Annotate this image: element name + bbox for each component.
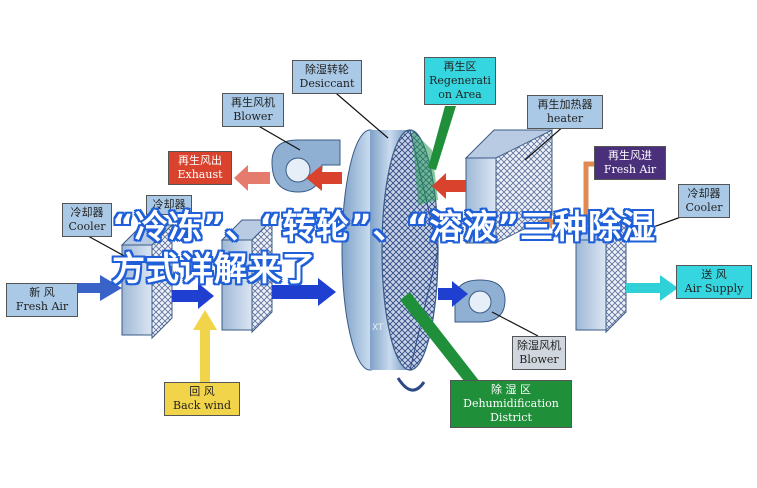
fresh-air-coil xyxy=(120,223,174,340)
pointer-dehum-blower xyxy=(491,311,539,337)
process-arrow-1 xyxy=(172,283,214,309)
watermark: XT xyxy=(372,323,384,333)
pointer-regen-blower xyxy=(254,123,301,151)
exhaust-arrow xyxy=(306,165,342,191)
pointer-heater xyxy=(524,124,566,161)
heater-coil xyxy=(464,129,554,244)
cooler-coil-middle xyxy=(220,218,274,334)
label-cooler-middle: 冷却器 xyxy=(146,195,192,215)
regen-inlet-path xyxy=(552,161,598,225)
regen-blower-icon xyxy=(271,139,341,193)
heater-to-wheel-arrow xyxy=(432,173,466,199)
pointer-regeneration-area xyxy=(428,106,456,170)
pointer-cooler-left xyxy=(87,235,129,259)
regen-inlet-arrowhead xyxy=(540,215,552,229)
desiccant-wheel xyxy=(341,129,439,371)
headline-title: “冷冻”、“转轮”、“溶液”三种除湿方式详解来了 xyxy=(112,207,657,288)
process-arrow-3 xyxy=(438,281,468,307)
pointer-dehum-district xyxy=(400,292,480,386)
process-arrow-2 xyxy=(272,278,336,306)
supply-air-arrow xyxy=(626,275,678,301)
exhaust-arrow-2 xyxy=(234,165,270,191)
dehum-blower-icon xyxy=(454,279,506,323)
wheel-bottom-curl xyxy=(396,377,426,392)
pointer-desiccant xyxy=(329,87,389,139)
cooler-coil-right xyxy=(574,218,628,334)
back-wind-arrow xyxy=(193,310,217,382)
regeneration-wedge xyxy=(412,130,438,205)
